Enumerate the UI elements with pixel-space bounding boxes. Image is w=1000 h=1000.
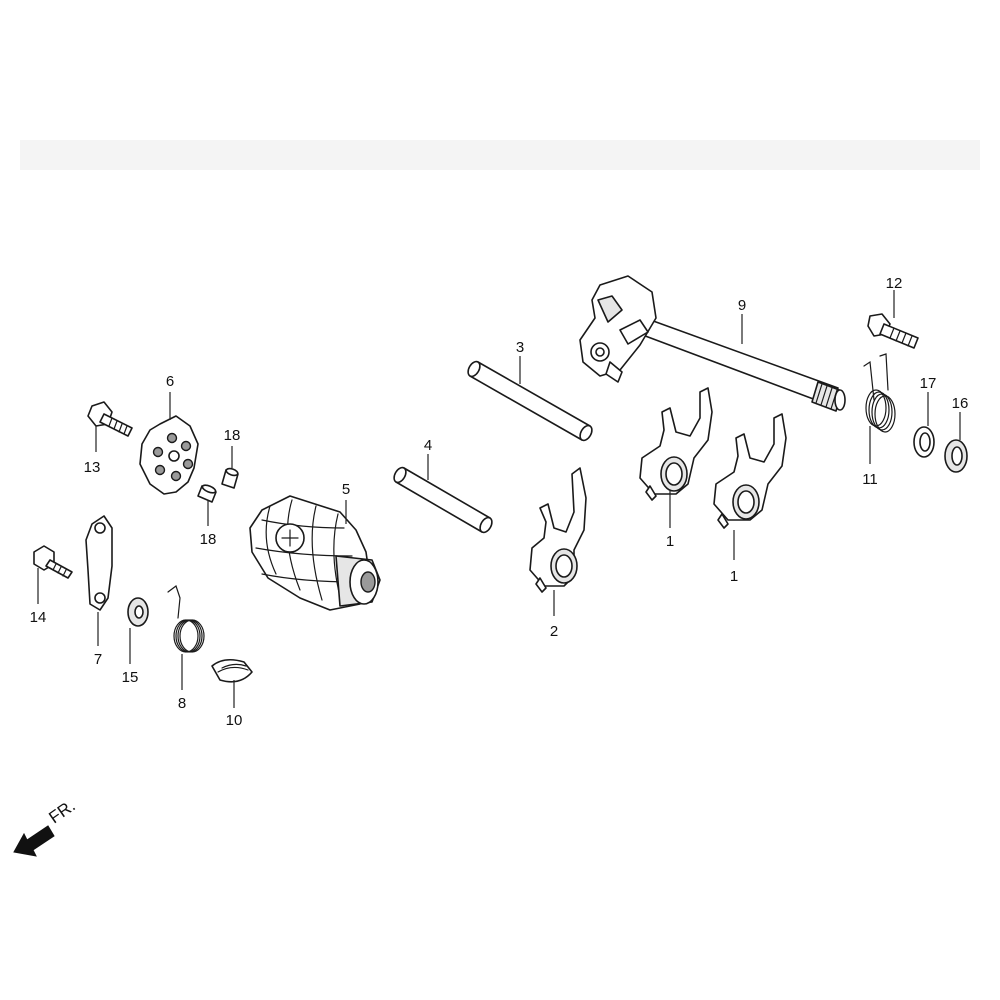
callout-15: 15: [122, 669, 139, 686]
part-10-spring: [211, 658, 253, 683]
callout-1b: 1: [730, 568, 738, 585]
front-direction-label: FR.: [45, 796, 78, 827]
part-3-fork-shaft: [467, 360, 593, 442]
part-1-shift-fork-b: [713, 413, 787, 529]
callout-18b: 18: [200, 531, 217, 548]
callout-5: 5: [342, 481, 350, 498]
part-4-fork-shaft: [393, 466, 493, 534]
part-1-shift-fork-a: [639, 387, 713, 501]
callout-4: 4: [424, 437, 432, 454]
part-16-washer: [944, 439, 968, 473]
front-arrow-icon: [13, 825, 55, 857]
part-17-circlip: [913, 426, 935, 458]
callout-8: 8: [178, 695, 186, 712]
callout-14: 14: [30, 609, 47, 626]
part-18-pin-a: [221, 467, 239, 489]
part-7-stopper-arm: [85, 515, 113, 611]
leader-lines: [37, 290, 961, 708]
part-13-bolt: [87, 401, 133, 437]
callout-18a: 18: [224, 427, 241, 444]
part-2-shift-fork-center: [529, 467, 587, 593]
part-6-drum-cam: [139, 415, 199, 495]
background-band: [20, 140, 980, 170]
front-direction-indicator: FR.: [13, 796, 79, 857]
callout-12: 12: [886, 275, 903, 292]
callout-16: 16: [952, 395, 969, 412]
callout-10: 10: [226, 712, 243, 729]
part-18-pin-b: [197, 484, 217, 503]
part-15-washer: [127, 597, 149, 627]
callout-6: 6: [166, 373, 174, 390]
callout-7: 7: [94, 651, 102, 668]
part-11-return-spring: [863, 353, 896, 433]
part-14-bolt: [33, 545, 73, 579]
part-5-shift-drum: [249, 495, 381, 611]
callout-2: 2: [550, 623, 558, 640]
callout-labels: 1 1 2 3 4 5 6 7 8 9 10 11 12 13 14 15 16…: [30, 275, 969, 729]
callout-17: 17: [920, 375, 937, 392]
callout-9: 9: [738, 297, 746, 314]
callout-11: 11: [862, 471, 878, 488]
callout-1a: 1: [666, 533, 674, 550]
callout-3: 3: [516, 339, 524, 356]
callout-13: 13: [84, 459, 101, 476]
part-12-bolt: [867, 313, 919, 349]
part-8-stopper-spring: [167, 585, 205, 653]
part-9-shift-spindle: [579, 275, 846, 412]
